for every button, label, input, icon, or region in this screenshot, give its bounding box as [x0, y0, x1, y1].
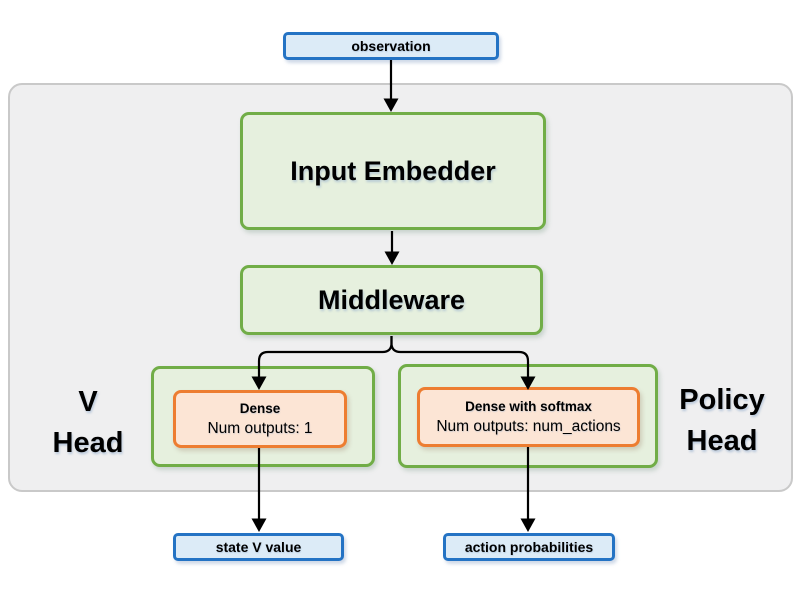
observation-label: observation [351, 38, 431, 54]
v-head-label: V Head [30, 382, 146, 464]
policy-head-label: Policy Head [652, 380, 792, 462]
policy-head-dense-layer: Dense with softmax Num outputs: num_acti… [417, 387, 640, 447]
middleware-box: Middleware [240, 265, 543, 335]
v-head-label-line2: Head [52, 427, 124, 459]
input-embedder-label: Input Embedder [290, 155, 496, 186]
v-head-dense-layer: Dense Num outputs: 1 [173, 390, 347, 448]
middleware-label: Middleware [317, 284, 466, 315]
policy-head-label-line1: Policy [679, 384, 765, 416]
v-dense-subtitle: Num outputs: 1 [207, 420, 313, 437]
action-probabilities-label: action probabilities [464, 539, 594, 555]
policy-head-label-line2: Head [686, 425, 758, 457]
state-v-value-node: state V value [173, 533, 344, 561]
action-probabilities-node: action probabilities [443, 533, 615, 561]
policy-dense-subtitle: Num outputs: num_actions [436, 418, 621, 435]
policy-dense-title: Dense with softmax [465, 399, 592, 414]
state-v-value-label: state V value [215, 539, 302, 555]
v-head-label-line1: V [78, 386, 98, 418]
observation-node: observation [283, 32, 499, 60]
v-dense-title: Dense [239, 401, 281, 416]
input-embedder-box: Input Embedder [240, 112, 546, 230]
